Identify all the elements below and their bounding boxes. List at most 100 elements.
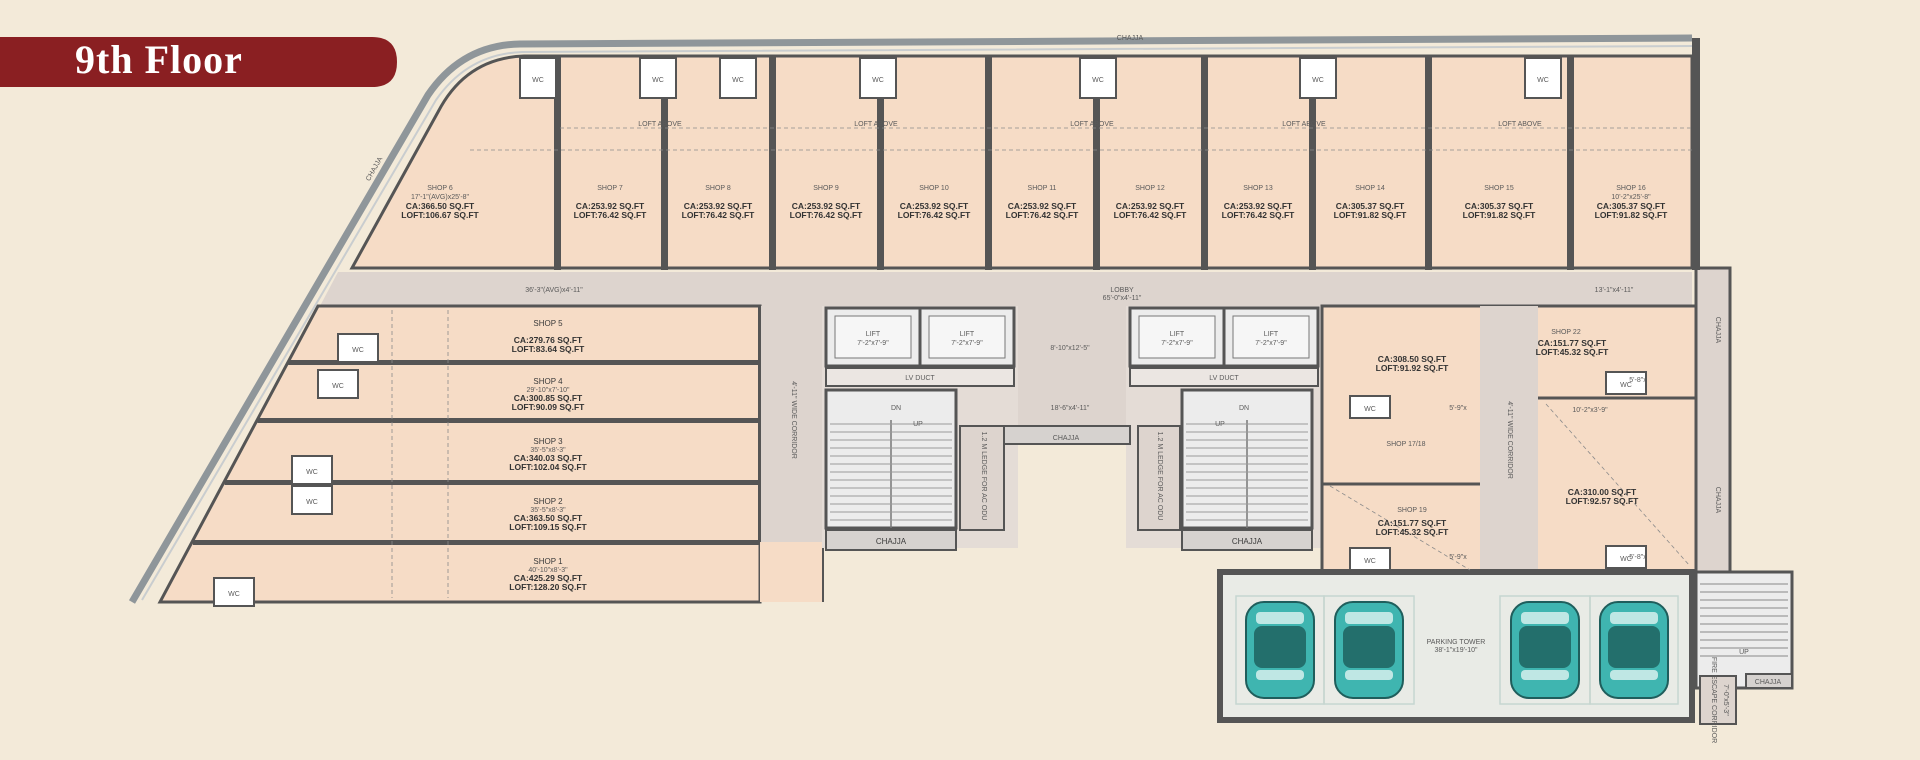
shop-carpet-area: CA:253.92 SQ.FT (684, 201, 753, 211)
chajja-label: CHAJJA (1714, 317, 1721, 344)
shop-carpet-area: CA:300.85 SQ.FT (514, 393, 583, 403)
shop-loft-area: LOFT:106.67 SQ.FT (401, 210, 479, 220)
shop-carpet-area: CA:253.92 SQ.FT (792, 201, 861, 211)
parking-bays (1235, 595, 1679, 705)
shop-loft-area: LOFT:76.42 SQ.FT (682, 210, 756, 220)
shop-loft-area: LOFT:76.42 SQ.FT (1114, 210, 1188, 220)
car-windshield (1256, 612, 1304, 624)
lobby-dimension: 65'-0"x4'-11" (1103, 295, 1142, 302)
wc-box (639, 57, 677, 99)
shop-carpet-area: CA:310.00 SQ.FT (1568, 487, 1637, 497)
loft-above-label: LOFT ABOVE (638, 121, 682, 128)
corridor-dimension: 36'-3"(AVG)x4'-11" (525, 287, 583, 294)
shop-partition (554, 56, 561, 270)
shop-name: SHOP 2 (533, 497, 563, 506)
shop-carpet-area: CA:253.92 SQ.FT (1008, 201, 1077, 211)
shop-name: SHOP 5 (533, 319, 563, 328)
stair-dn: DN (1239, 405, 1249, 412)
lift-dimension: 7'-2"x7'-9" (1255, 340, 1287, 347)
shop-loft-area: LOFT:45.32 SQ.FT (1376, 527, 1450, 537)
shop-carpet-area: CA:305.37 SQ.FT (1597, 201, 1666, 211)
shop-loft-area: LOFT:76.42 SQ.FT (790, 210, 864, 220)
stair-up: UP (1215, 421, 1225, 428)
wc-box (1605, 545, 1647, 569)
wc-label: WC (732, 77, 744, 84)
left-shop-block (157, 304, 762, 604)
shop-size: 29'-10"x7'-10" (526, 387, 570, 394)
shop-loft-area: LOFT:102.04 SQ.FT (509, 462, 587, 472)
dimension-label: 5'-9"x (1449, 554, 1467, 561)
duct-label: LV DUCT (905, 375, 935, 382)
loft-above-label: LOFT ABOVE (854, 121, 898, 128)
dimension-label: 10'-2"x3'-9" (1572, 407, 1608, 414)
shop-name: SHOP 6 (427, 185, 453, 192)
wc-box (317, 369, 359, 399)
car-roof (1608, 626, 1660, 668)
staircase-right (1180, 388, 1314, 530)
shop-partition (769, 56, 776, 270)
wc-label: WC (306, 499, 318, 506)
lift-label: LIFT (960, 331, 975, 338)
wc-label: WC (872, 77, 884, 84)
shop-name: SHOP 22 (1551, 329, 1581, 336)
duct-label: LV DUCT (1209, 375, 1239, 382)
wc-label: WC (532, 77, 544, 84)
car-windshield (1345, 612, 1393, 624)
dimension-label: 8'-10"x12'-5" (1050, 345, 1090, 352)
chajja-label: CHAJJA (1755, 679, 1782, 686)
shop-loft-area: LOFT:91.92 SQ.FT (1376, 363, 1450, 373)
shop-carpet-area: CA:305.37 SQ.FT (1465, 201, 1534, 211)
shop-carpet-area: CA:308.50 SQ.FT (1378, 354, 1447, 364)
shop-partition (661, 56, 668, 270)
shop-carpet-area: CA:151.77 SQ.FT (1538, 338, 1607, 348)
shop-loft-area: LOFT:128.20 SQ.FT (509, 582, 587, 592)
fire-escape-label: FIRE ESCAPE CORRIDOR (1710, 657, 1717, 743)
chajja-label: CHAJJA (1053, 435, 1080, 442)
end-wall (1692, 38, 1700, 270)
stair-dn: DN (891, 405, 901, 412)
shop-partition (288, 360, 760, 365)
shop-name: SHOP 17/18 (1386, 441, 1425, 448)
shop-partition (1425, 56, 1432, 270)
car-icon (1599, 601, 1669, 699)
shop-partition (985, 56, 992, 270)
wc-label: WC (1537, 77, 1549, 84)
shop-partition (1093, 56, 1100, 270)
lift-dimension: 7'-2"x7'-9" (857, 340, 889, 347)
shop-name: SHOP 14 (1355, 185, 1385, 192)
lobby-label: LOBBY (1110, 287, 1134, 294)
wc-label: WC (652, 77, 664, 84)
lift-dimension: 7'-2"x7'-9" (1161, 340, 1193, 347)
shop-name: SHOP 9 (813, 185, 839, 192)
shop-loft-area: LOFT:76.42 SQ.FT (1006, 210, 1080, 220)
shop-name: SHOP 3 (533, 437, 563, 446)
shop-name: SHOP 7 (597, 185, 623, 192)
wc-box (1605, 371, 1647, 395)
shop-name: SHOP 15 (1484, 185, 1514, 192)
wc-label: WC (332, 383, 344, 390)
car-roof (1519, 626, 1571, 668)
shop-size: 35'-5"x8'-3" (530, 507, 566, 514)
shop-carpet-area: CA:425.29 SQ.FT (514, 573, 583, 583)
fire-escape-dimension: 7'-0"x5'-3" (1722, 684, 1729, 716)
shop-partition (1201, 56, 1208, 270)
chajja-label: CHAJJA (1232, 537, 1263, 546)
shop-name: SHOP 8 (705, 185, 731, 192)
car-rear-window (1256, 670, 1304, 680)
shop-loft-area: LOFT:83.64 SQ.FT (512, 344, 586, 354)
loft-line (1545, 403, 1691, 567)
lift-label: LIFT (1264, 331, 1279, 338)
wc-box (1079, 57, 1117, 99)
car-rear-window (1610, 670, 1658, 680)
left-wide-corridor (760, 306, 822, 542)
chajja-label: CHAJJA (876, 537, 907, 546)
shop-name: SHOP 4 (533, 377, 563, 386)
stair-up: UP (1739, 649, 1749, 656)
floor-title: 9th Floor (75, 37, 243, 82)
car-roof (1343, 626, 1395, 668)
loft-above-label: LOFT ABOVE (1498, 121, 1542, 128)
dimension-label: 18'-6"x4'-11" (1051, 405, 1090, 412)
wc-label: WC (1364, 558, 1376, 565)
shop-loft-area: LOFT:91.82 SQ.FT (1595, 210, 1669, 220)
shop-name: SHOP 11 (1028, 185, 1057, 192)
